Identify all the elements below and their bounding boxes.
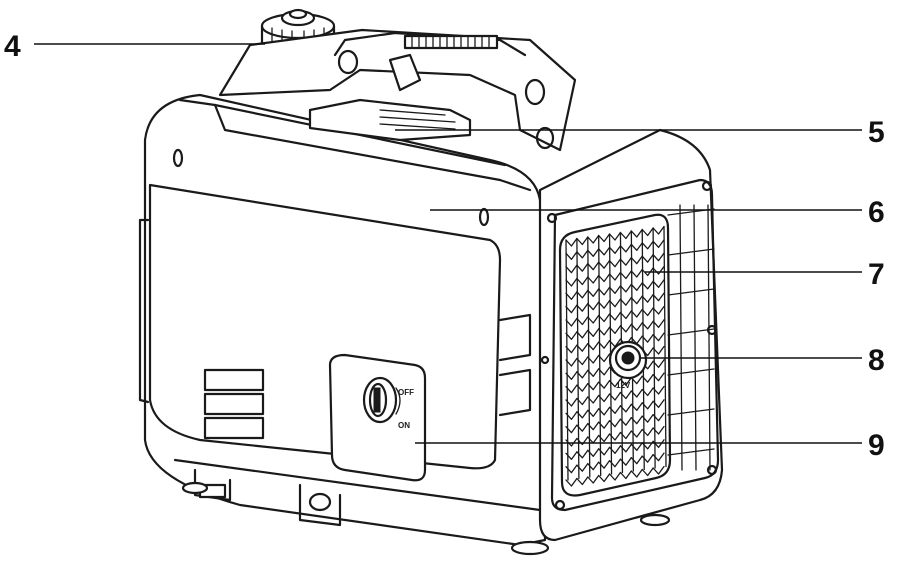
callout-4: 4 [4, 30, 21, 63]
rubber-feet [181, 481, 671, 556]
callout-9: 9 [868, 429, 885, 462]
callout-6: 6 [868, 196, 885, 229]
carry-handle [218, 28, 577, 152]
callout-8: 8 [868, 344, 885, 377]
outlet-label: 12V [616, 381, 631, 390]
grille-screws [540, 180, 718, 511]
switch-off-label: OFF [398, 388, 414, 397]
dc-outlet: 12V [608, 340, 648, 390]
switch-on-label: ON [398, 421, 410, 430]
callout-5: 5 [868, 116, 885, 149]
generator-body [138, 93, 547, 547]
callout-lines [34, 43, 862, 444]
callout-7: 7 [868, 258, 885, 291]
